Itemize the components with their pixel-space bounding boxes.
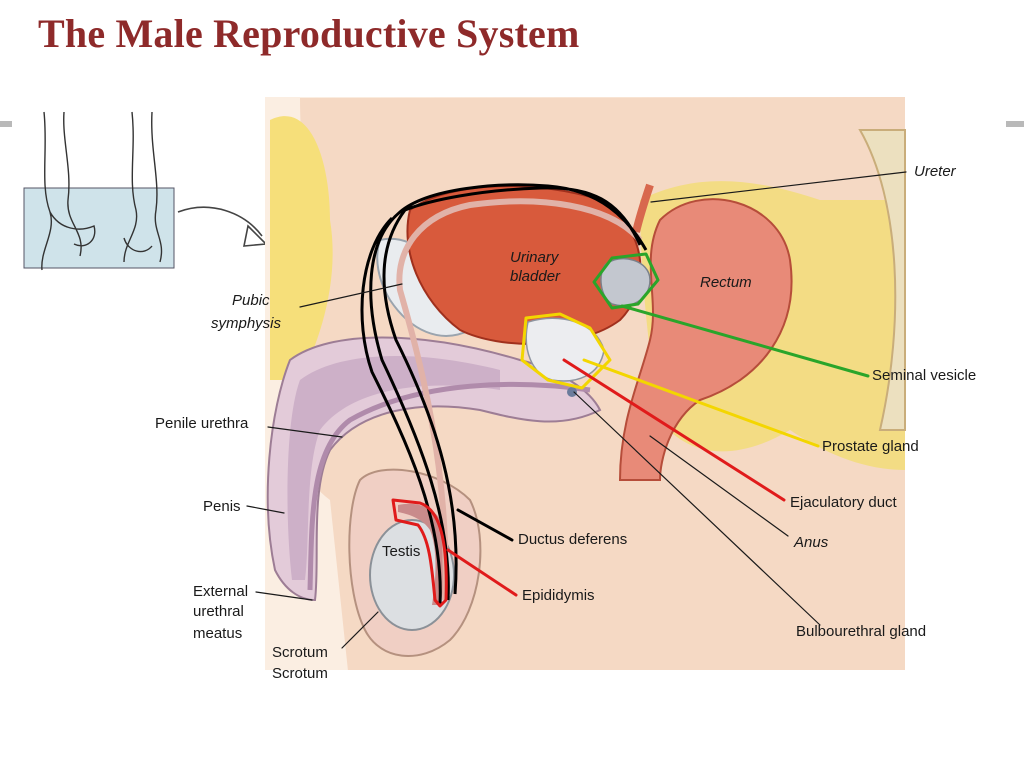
label-epididymis: Epididymis xyxy=(522,587,595,604)
orientation-inset xyxy=(23,111,268,271)
seminal-vesicle-leader xyxy=(620,304,870,378)
seminal-vesicle-green-outline xyxy=(592,252,660,310)
inset-figure-left xyxy=(41,111,96,271)
label-penis: Penis xyxy=(203,498,241,515)
vertebrae-column xyxy=(858,129,906,431)
image-bottom-mask xyxy=(265,670,905,694)
labels: Ureter Urinary bladder Rectum Pubic symp… xyxy=(155,163,976,661)
right-edge-mark xyxy=(1006,121,1024,127)
prostate-leader xyxy=(582,358,820,448)
erectile-tissue xyxy=(287,356,500,580)
ejaculatory-duct-leader xyxy=(562,358,786,502)
label-prostate-gland: Prostate gland xyxy=(822,438,919,455)
label-rectum: Rectum xyxy=(700,274,752,291)
label-pubic-symphysis-line2: symphysis xyxy=(211,315,282,332)
label-scrotum: Scrotum xyxy=(272,644,328,661)
rectum xyxy=(618,198,793,481)
epididymis-red-outline xyxy=(391,498,448,608)
label-seminal-vesicle: Seminal vesicle xyxy=(872,367,976,384)
label-scrotum-cut: Scrotum xyxy=(272,665,328,682)
label-pubic-symphysis-line1: Pubic xyxy=(232,292,270,309)
label-external-urethral-meatus-line2: urethral xyxy=(193,603,244,620)
abdominal-fat xyxy=(270,116,333,380)
highlight-outlines xyxy=(360,183,660,608)
label-external-urethral-meatus-line1: External xyxy=(193,583,248,600)
label-ductus-deferens: Ductus deferens xyxy=(518,531,627,548)
left-edge-mark xyxy=(0,121,12,127)
label-testis: Testis xyxy=(382,543,420,560)
label-ejaculatory-duct: Ejaculatory duct xyxy=(790,494,898,511)
label-urinary-bladder-line1: Urinary xyxy=(510,249,560,266)
penile-urethra-leader xyxy=(267,426,343,438)
ductus-deferens-black-outline xyxy=(360,183,648,605)
ureter-leader xyxy=(650,171,907,203)
epididymis-leader xyxy=(446,548,518,597)
inset-figure-right xyxy=(123,111,163,263)
leader-lines xyxy=(246,171,907,649)
urethra-path xyxy=(307,381,591,591)
pubic-symphysis-leader xyxy=(299,283,403,308)
scrotum-leader xyxy=(341,611,379,649)
meatus-leader xyxy=(255,591,313,601)
anus-leader xyxy=(649,435,789,537)
urinary-bladder xyxy=(406,185,642,345)
prostate-yellow-outline xyxy=(520,312,612,390)
label-penile-urethra: Penile urethra xyxy=(155,415,249,432)
inset-arrowhead xyxy=(243,224,268,247)
inset-plane xyxy=(23,187,175,269)
label-ureter: Ureter xyxy=(914,163,957,180)
penis-leader xyxy=(246,505,285,514)
bulbourethral-leader xyxy=(573,391,821,626)
label-bulbourethral-gland: Bulbourethral gland xyxy=(796,623,926,640)
inset-arrow xyxy=(177,206,263,237)
slide-title: The Male Reproductive System xyxy=(38,11,580,56)
cut-label-mask xyxy=(265,679,365,689)
label-external-urethral-meatus-line3: meatus xyxy=(193,625,242,642)
ductus-deferens-leader xyxy=(456,508,514,542)
label-urinary-bladder-line2: bladder xyxy=(510,268,561,285)
prostate-shape xyxy=(525,317,605,382)
bulbourethral-gland-dot xyxy=(567,387,577,397)
ductus-tube xyxy=(396,198,643,601)
ureter-tube xyxy=(632,183,654,233)
label-anus: Anus xyxy=(793,534,829,551)
